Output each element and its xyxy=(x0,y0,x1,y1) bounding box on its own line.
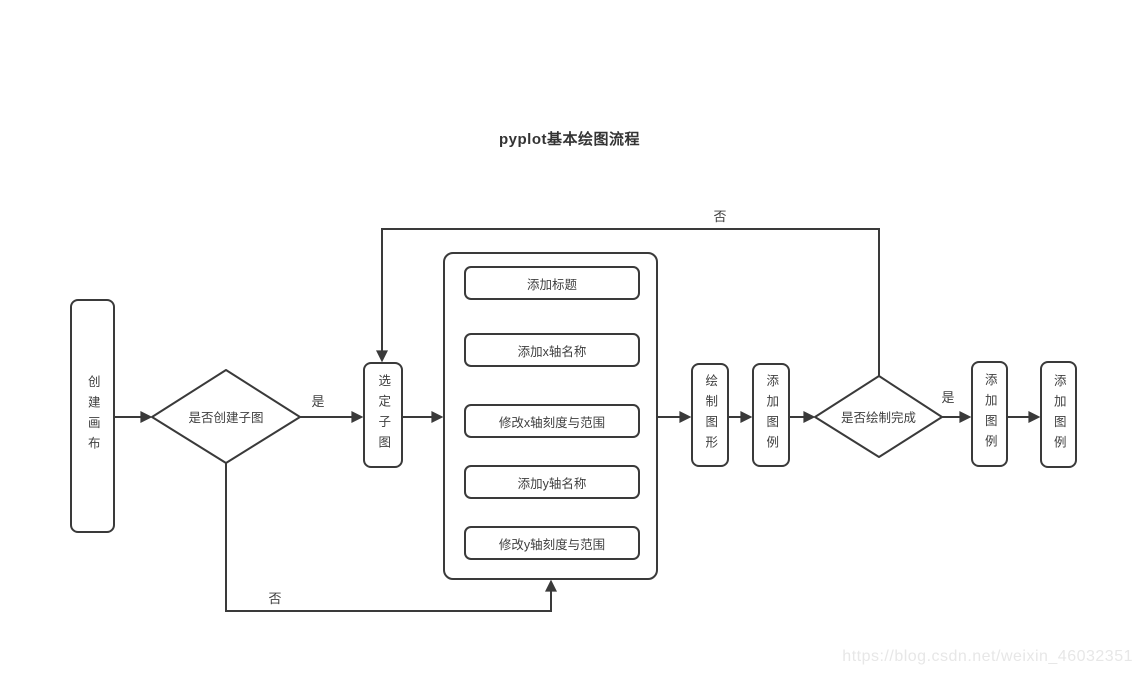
node-select-subplot: 选定子图 xyxy=(363,362,403,468)
edge-label-yes-complete: 是 xyxy=(941,390,955,405)
decision-create-subplot-diamond xyxy=(151,369,301,464)
decision-draw-complete-diamond xyxy=(814,375,943,458)
node-add-legend-3: 添加图例 xyxy=(1040,361,1077,468)
node-add-ylabel: 添加y轴名称 xyxy=(464,465,640,499)
node-add-legend-2: 添加图例 xyxy=(971,361,1008,467)
node-add-legend-1-label: 添加图例 xyxy=(764,374,779,456)
node-add-legend-2-label: 添加图例 xyxy=(982,373,997,455)
node-draw-figure: 绘制图形 xyxy=(691,363,729,467)
node-add-legend-3-label: 添加图例 xyxy=(1051,373,1066,456)
node-add-legend-1: 添加图例 xyxy=(752,363,790,467)
node-create-canvas-label: 创建画布 xyxy=(85,375,100,457)
node-select-subplot-label: 选定子图 xyxy=(376,374,391,456)
diagram-title: pyplot基本绘图流程 xyxy=(499,131,640,148)
edge-label-no-create: 否 xyxy=(268,591,282,606)
node-set-yticks-range: 修改y轴刻度与范围 xyxy=(464,526,640,560)
loop-no-decision2-to-select xyxy=(376,228,880,376)
node-create-canvas: 创建画布 xyxy=(70,299,115,533)
edge-label-no-complete: 否 xyxy=(713,209,727,224)
node-add-xlabel: 添加x轴名称 xyxy=(464,333,640,367)
edge-label-yes-create: 是 xyxy=(311,394,325,409)
node-group-axis-setup: 添加标题 添加x轴名称 修改x轴刻度与范围 添加y轴名称 修改y轴刻度与范围 xyxy=(443,252,658,580)
node-add-title: 添加标题 xyxy=(464,266,640,300)
node-set-xticks-range: 修改x轴刻度与范围 xyxy=(464,404,640,438)
node-draw-figure-label: 绘制图形 xyxy=(703,374,718,456)
loop-no-decision1-to-group xyxy=(225,463,557,612)
watermark-url: https://blog.csdn.net/weixin_46032351 xyxy=(842,648,1133,665)
